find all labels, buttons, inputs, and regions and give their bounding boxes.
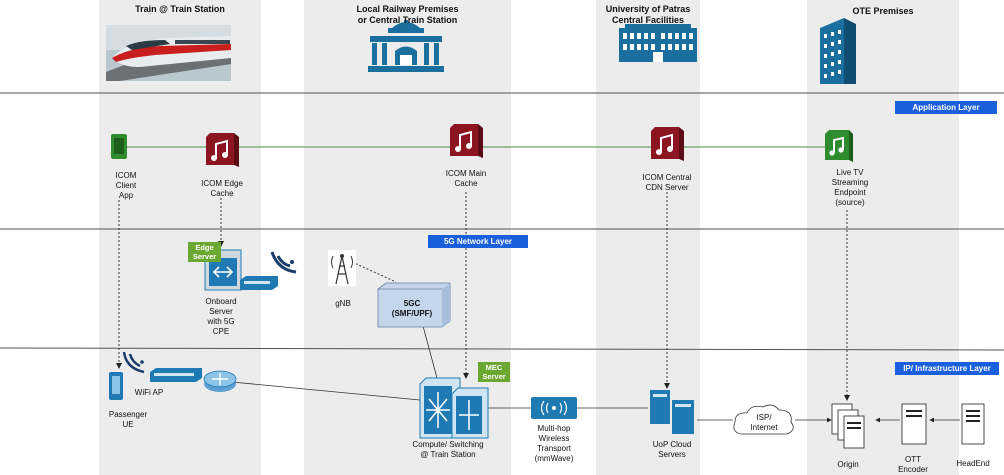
header-upatras: University of Patras Central Facilities — [605, 4, 691, 25]
mmwave-icon — [531, 397, 577, 419]
column-upatras — [596, 0, 700, 475]
ip-layer-badge: IP/ Infrastructure Layer — [895, 362, 999, 375]
wifi-icon — [122, 351, 145, 374]
music-file-icon — [825, 130, 853, 162]
isp-label: ISP/ Internet — [750, 413, 778, 432]
building-icon — [368, 20, 444, 72]
high-speed-train-photo — [106, 25, 231, 81]
5gc-box — [377, 282, 451, 328]
passenger-ue-label: Passenger UE — [108, 410, 148, 429]
headend-label: HeadEnd — [956, 459, 990, 468]
header-ote: OTE Premises — [852, 6, 914, 16]
server-icon — [961, 403, 985, 445]
5gc-label: 5GC (SMF/UPF) — [391, 299, 433, 318]
router-icon — [203, 370, 237, 392]
gnb-label: gNB — [335, 299, 351, 308]
wifi-ap-label: WiFi AP — [134, 388, 164, 397]
cdn-server-label: ICOM Central CDN Server — [642, 173, 692, 192]
onboard-server-label: Onboard Server with 5G CPE — [205, 297, 237, 336]
wifi-icon — [270, 251, 297, 274]
compute-switching-label: Compute/ Switching @ Train Station — [412, 440, 484, 459]
music-file-icon — [206, 133, 239, 167]
client-app-icon — [111, 134, 127, 159]
building-icon — [820, 18, 856, 84]
phone-icon — [109, 372, 123, 400]
mec-server-badge: MEC Server — [478, 362, 510, 382]
mmwave-label: Multi-hop Wireless Transport (mmWave) — [534, 424, 574, 463]
switch-icon — [451, 387, 489, 439]
header-train: Train @ Train Station — [135, 4, 225, 14]
ott-encoder-label: OTT Encoder — [898, 455, 928, 474]
uop-cloud-label: UoP Cloud Servers — [652, 440, 692, 459]
server-icon — [204, 249, 242, 291]
layer-divider-bottom — [0, 347, 1004, 351]
switch-icon — [150, 368, 202, 382]
router-icon — [240, 276, 278, 290]
edge-cache-label: ICOM Edge Cache — [201, 179, 243, 198]
header-railway: Local Railway Premises or Central Train … — [356, 4, 459, 25]
application-layer-badge: Application Layer — [895, 101, 997, 114]
origin-label: Origin — [837, 460, 859, 469]
music-file-icon — [450, 124, 483, 158]
cell-tower-icon — [328, 250, 356, 286]
building-icon — [619, 24, 697, 62]
server-icon — [650, 390, 694, 434]
cloud-icon — [733, 404, 794, 435]
server-icon — [901, 403, 927, 445]
server-icon — [831, 403, 865, 449]
music-file-icon — [651, 127, 684, 161]
main-cache-label: ICOM Main Cache — [445, 169, 487, 188]
live-tv-label: Live TV Streaming Endpoint (source) — [831, 168, 869, 207]
network-layer-badge: 5G Network Layer — [428, 235, 528, 248]
client-app-label: ICOM Client App — [115, 171, 137, 200]
edge-server-badge: Edge Server — [188, 242, 221, 262]
